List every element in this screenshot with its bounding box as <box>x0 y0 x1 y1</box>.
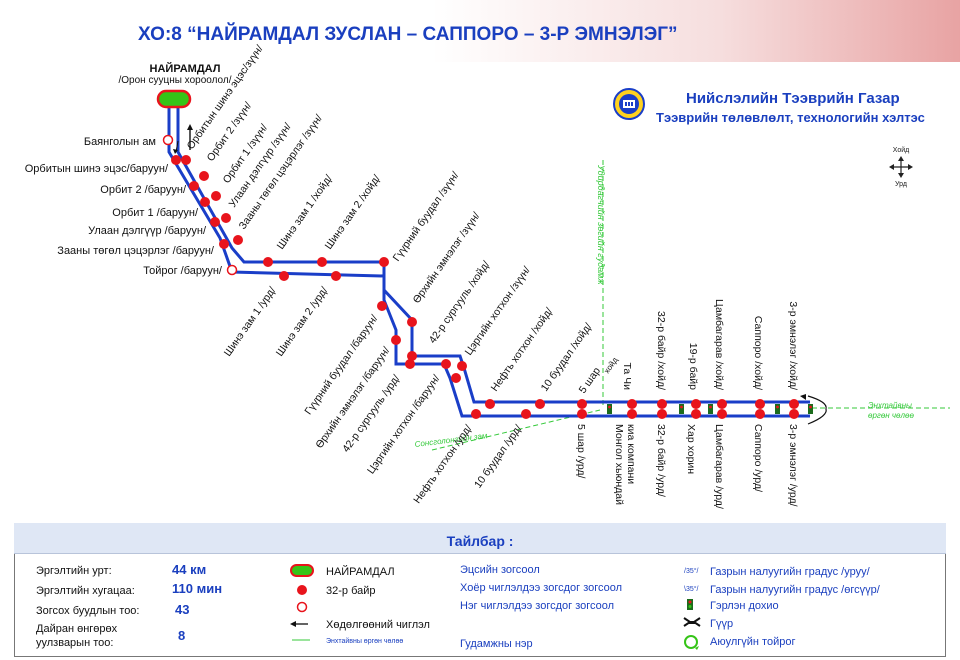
legend-stop-type: Гудамжны нэр <box>460 638 533 650</box>
page-title: ХО:8 “НАЙРАМДАЛ ЗУСЛАН – САППОРО – 3-Р Э… <box>138 24 678 45</box>
slope-up-code: \35°/ <box>684 586 699 593</box>
org-name: Нийслэлийн Тээврийн Газар <box>686 90 900 107</box>
legend-sign-label: Гэрлэн дохио <box>710 600 779 612</box>
stop-label: Цамбагарав /хойд/ <box>713 299 725 390</box>
route-loop-end <box>807 395 827 425</box>
stop-label: Нефть хотхон /урд/ <box>411 423 474 506</box>
legend-sign-label: Газрын налуугийн градус /уруу/ <box>710 566 870 578</box>
legend-stop-type: Эцсийн зогсоол <box>460 564 540 576</box>
legend-symbol-label: Энхтайвны өргөн чөлөө <box>326 638 404 645</box>
terminal-name: НАЙРАМДАЛ <box>150 62 221 75</box>
stop-label: Цэргийн хотхон /баруун/ <box>365 373 443 477</box>
legend-symbol-label: Хөдөлгөөний чиглэл <box>326 619 430 631</box>
street-vertical-label: Удирдагчийн зөгийн гудамж <box>596 164 606 285</box>
stop-label: 5 шар /урд/ <box>575 424 587 479</box>
header-banner <box>0 0 960 62</box>
stops-lower <box>171 155 799 419</box>
stat-value: 43 <box>175 602 190 617</box>
slope-down-code: /35°/ <box>684 568 699 575</box>
stop-label: Саппоро /хойд/ <box>752 316 764 390</box>
stop-hollow[interactable] <box>162 134 174 146</box>
org-subtitle: Тээврийн төлөвлөлт, технологийн хэлтэс <box>656 110 925 125</box>
street-east-label-2: өргөн чөлөө <box>868 411 914 420</box>
stop-label: 3-р эмнэлэг /урд/ <box>787 424 799 507</box>
stat-value: 110 мин <box>172 581 223 596</box>
legend-sign-label: Аюулгүйн тойрог <box>710 636 796 648</box>
stat-label: Зогсох буудлын тоо: <box>36 605 140 617</box>
legend-stop-type: Хоёр чиглэлдээ зогсдог зогсоол <box>460 582 623 594</box>
stop-label: Улаан дэлгүүр /баруун/ <box>88 225 207 237</box>
stop-label: киа компани <box>625 424 637 484</box>
stat-value: 8 <box>178 628 186 643</box>
legend-symbols <box>290 564 314 641</box>
legend-title: Тайлбар : <box>446 533 514 549</box>
stop-label: 19-р байр <box>687 343 699 390</box>
stat-label: уулзварын тоо: <box>36 637 114 649</box>
stop-label: Шинэ зам 2 /хойд/ <box>323 173 383 252</box>
stop-label: Саппоро /урд/ <box>752 424 764 492</box>
compass-south: Урд <box>895 181 907 188</box>
legend-stop-type: Нэг чиглэлдээ зогсдог зогсоол <box>460 600 615 612</box>
legend-sign-label: Газрын налуугийн градус /өгсүүр/ <box>710 584 880 596</box>
stop-label: Монгол хьюндай <box>613 424 625 505</box>
stop-label: Орбит 1 /баруун/ <box>112 207 199 219</box>
compass-icon <box>889 156 913 178</box>
stop-label: Хар хорин <box>685 424 697 474</box>
stat-label: Эргэлтийн урт: <box>36 565 112 577</box>
stop-label: 32-р байр /хойд/ <box>655 311 667 390</box>
stop-label: Орбит 2 /баруун/ <box>100 184 187 196</box>
street-diagonal-line <box>431 409 601 451</box>
stops-upper <box>181 155 799 409</box>
stop-label: 3-р эмнэлэг /хойд/ <box>787 301 799 390</box>
street-east-label-1: Энхтайвны <box>868 401 912 410</box>
stop-label: 5 шар <box>577 365 603 396</box>
stop-label: Та Чи <box>621 362 633 390</box>
terminal-marker[interactable] <box>156 89 192 109</box>
stat-label: Дайран өнгөрөх <box>36 623 118 635</box>
stop-label: Цамбагарав /урд/ <box>713 424 725 509</box>
stop-label: Зааны төгөл цэцэрлэг /баруун/ <box>57 245 215 257</box>
stop-label: Шинэ зам 2 /урд/ <box>274 285 331 359</box>
legend-sign-icons <box>683 599 701 650</box>
legend-header <box>14 523 946 554</box>
stop-label: Тойрог /баруун/ <box>143 265 223 277</box>
stop-label: Шинэ зам 1 /урд/ <box>222 285 279 359</box>
stop-label: Баянголын ам <box>84 136 156 148</box>
terminal-sub: /Орон сууцны хороолол/ <box>118 75 231 86</box>
stat-value: 44 км <box>172 562 207 577</box>
stop-label: хойд <box>602 355 620 375</box>
stop-hollow[interactable] <box>226 264 238 276</box>
traffic-light-icon <box>607 404 813 414</box>
stat-label: Эргэлтийн хугацаа: <box>36 585 135 597</box>
stop-label: Орбитын шинэ эцэс/баруун/ <box>25 163 169 175</box>
legend-sign-label: Гүүр <box>710 618 734 630</box>
legend-symbol-label: 32-р байр <box>326 585 376 597</box>
route-line-upper <box>176 100 810 404</box>
stop-label: 32-р байр /урд/ <box>655 424 667 497</box>
legend-symbol-label: НАЙРАМДАЛ <box>326 566 395 578</box>
compass-north: Хойд <box>893 146 909 154</box>
org-logo-icon <box>613 88 645 120</box>
